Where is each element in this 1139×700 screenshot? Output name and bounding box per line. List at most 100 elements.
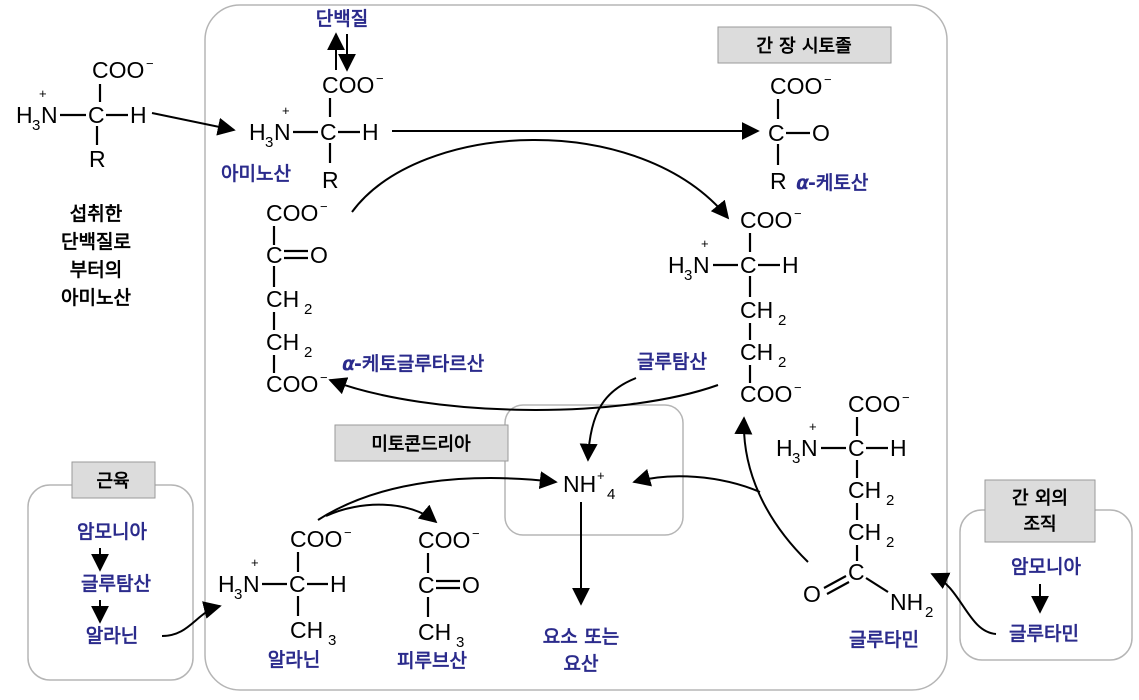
glutamine-to-ammonium-arrow <box>632 468 761 493</box>
svg-text:−: − <box>472 526 480 541</box>
svg-text:H: H <box>249 119 266 145</box>
extrahepatic-ammonia-label: 암모니아 <box>1011 556 1081 578</box>
svg-text:H: H <box>776 435 793 461</box>
svg-text:COO: COO <box>266 200 318 226</box>
svg-text:−: − <box>794 380 802 395</box>
svg-text:C: C <box>848 559 865 585</box>
svg-text:+: + <box>597 468 605 483</box>
alpha-keto-acid-structure: COO − C O R <box>768 72 832 194</box>
svg-text:−: − <box>146 56 154 71</box>
muscle-label: 근육 <box>96 471 129 492</box>
svg-text:2: 2 <box>886 492 894 509</box>
svg-text:COO: COO <box>740 381 792 407</box>
protein-label: 단백질 <box>316 8 368 30</box>
svg-text:3: 3 <box>792 450 800 467</box>
svg-text:O: O <box>462 572 480 598</box>
ketoglutarate-to-glutamate-arrow <box>351 139 730 220</box>
svg-text:CH: CH <box>266 286 299 312</box>
alanine-structure: COO − H 3 N + C H CH 3 <box>218 525 352 649</box>
muscle-glutamate-label: 글루탐산 <box>81 573 151 595</box>
svg-text:H: H <box>16 102 33 128</box>
svg-text:+: + <box>251 555 259 570</box>
svg-text:C: C <box>320 119 337 145</box>
liver-cytosol-label: 간 장 시토졸 <box>756 36 851 57</box>
svg-text:N: N <box>693 252 710 278</box>
svg-text:N: N <box>243 571 260 597</box>
svg-text:H: H <box>890 435 907 461</box>
svg-text:R: R <box>89 146 106 172</box>
alpha-keto-acid-greek: α <box>796 172 810 194</box>
liver-cytosol-label-box <box>717 26 892 64</box>
liver-region-box <box>204 4 948 691</box>
svg-text:C: C <box>740 252 757 278</box>
svg-text:−: − <box>824 72 832 87</box>
alpha-keto-acid-label: -케토산 <box>808 172 869 194</box>
alpha-ketoglutarate-label: -케토글루타르산 <box>354 353 485 375</box>
svg-text:C: C <box>266 242 283 268</box>
svg-text:COO: COO <box>266 371 318 397</box>
svg-text:C: C <box>88 102 105 128</box>
svg-text:N: N <box>274 119 291 145</box>
svg-text:H: H <box>362 119 379 145</box>
svg-text:COO: COO <box>290 526 342 552</box>
glutamate-to-ketoglutarate-arrow <box>328 377 719 411</box>
muscle-alanine-label: 알라닌 <box>86 625 138 647</box>
svg-text:CH: CH <box>418 619 451 645</box>
svg-text:COO: COO <box>740 207 792 233</box>
ingested-label-line4: 아미노산 <box>61 287 131 309</box>
alanine-label: 알라닌 <box>268 649 320 671</box>
pyruvate-structure: COO − C O CH 3 <box>418 526 480 651</box>
ingested-label-line3: 부터의 <box>70 259 122 281</box>
pyruvate-label: 피루브산 <box>397 650 467 672</box>
glutamine-structure: COO − H 3 N + C H CH 2 CH 2 C O NH 2 <box>776 390 933 621</box>
svg-text:N: N <box>801 435 818 461</box>
urea-label-line2: 요산 <box>564 653 599 675</box>
svg-text:3: 3 <box>234 586 242 603</box>
svg-text:2: 2 <box>925 604 933 621</box>
svg-text:C: C <box>418 572 435 598</box>
svg-text:+: + <box>39 86 47 101</box>
extrahepatic-label-line1: 간 외의 <box>1012 488 1068 509</box>
mitochondria-label-box <box>334 424 509 462</box>
svg-text:+: + <box>809 419 817 434</box>
svg-text:CH: CH <box>266 329 299 355</box>
svg-text:COO: COO <box>848 391 900 417</box>
svg-text:−: − <box>902 390 910 405</box>
svg-text:2: 2 <box>886 534 894 551</box>
extrahepatic-glutamine-label: 글루타민 <box>1009 623 1079 645</box>
extrahepatic-label-line2: 조직 <box>1023 514 1056 535</box>
svg-text:C: C <box>848 435 865 461</box>
glutamine-to-glutamate-arrow <box>734 416 809 563</box>
alanine-to-pyruvate-arrow <box>325 503 438 524</box>
svg-text:N: N <box>41 102 58 128</box>
svg-text:2: 2 <box>304 301 312 318</box>
svg-text:−: − <box>344 525 352 540</box>
svg-text:+: + <box>282 103 290 118</box>
svg-text:O: O <box>803 581 821 607</box>
svg-text:3: 3 <box>265 134 273 151</box>
svg-text:H: H <box>668 252 685 278</box>
glutamate-structure: COO − H 3 N + C H CH 2 CH 2 COO − <box>668 206 802 407</box>
svg-text:C: C <box>768 120 785 146</box>
svg-text:H: H <box>218 571 235 597</box>
svg-text:3: 3 <box>32 117 40 134</box>
svg-text:CH: CH <box>848 519 881 545</box>
svg-text:NH: NH <box>890 589 923 615</box>
svg-text:COO: COO <box>418 527 470 553</box>
alpha-ketoglutarate-greek: α <box>342 353 356 375</box>
ammonium-label: NH <box>563 471 596 497</box>
svg-text:2: 2 <box>304 344 312 361</box>
muscle-ammonia-label: 암모니아 <box>77 521 147 543</box>
alpha-ketoglutarate-structure: COO − C O CH 2 CH 2 COO − <box>266 199 328 397</box>
svg-text:COO: COO <box>92 57 144 83</box>
amino-acid-label: 아미노산 <box>221 163 291 185</box>
svg-text:CH: CH <box>740 339 773 365</box>
glutamate-to-ammonium-arrow <box>579 377 637 462</box>
svg-text:2: 2 <box>778 312 786 329</box>
mitochondria-label: 미토콘드리아 <box>371 434 471 455</box>
svg-text:3: 3 <box>684 267 692 284</box>
glutamate-label: 글루탐산 <box>637 351 707 373</box>
ingested-label-line1: 섭취한 <box>70 203 123 225</box>
mitochondria-region-box <box>504 404 684 536</box>
